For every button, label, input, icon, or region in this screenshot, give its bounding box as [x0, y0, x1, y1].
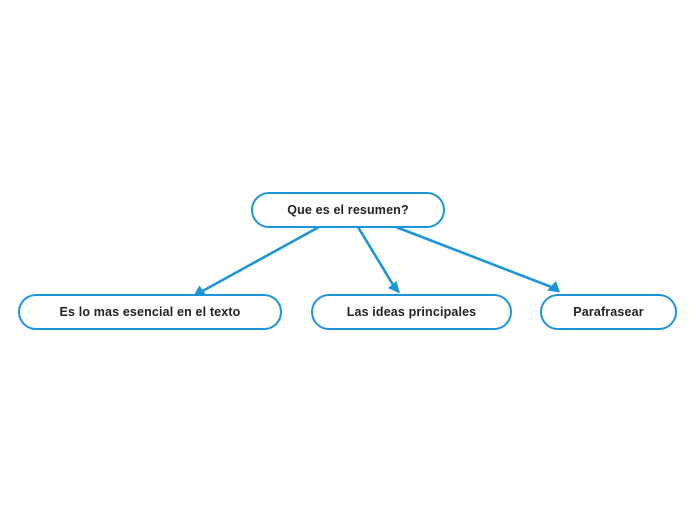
- mindmap-node-child-0[interactable]: Es lo mas esencial en el texto: [18, 294, 282, 330]
- connector-line: [356, 226, 397, 289]
- arrowhead-icon: [388, 281, 400, 294]
- connector-root-to-child-1: [356, 226, 400, 294]
- connector-root-to-child-2: [395, 225, 560, 293]
- node-label: Las ideas principales: [346, 304, 477, 319]
- mindmap-node-child-2[interactable]: Parafrasear: [540, 294, 677, 330]
- node-label: Que es el resumen?: [287, 202, 409, 217]
- connector-root-to-child-0: [193, 225, 320, 297]
- node-label: Parafrasear: [573, 304, 644, 319]
- mindmap-node-child-1[interactable]: Las ideas principales: [311, 294, 512, 330]
- arrowhead-icon: [547, 281, 560, 293]
- mindmap-node-root[interactable]: Que es el resumen?: [251, 192, 445, 228]
- node-label: Es lo mas esencial en el texto: [59, 304, 241, 319]
- connector-line: [395, 225, 555, 290]
- connector-line: [198, 225, 320, 295]
